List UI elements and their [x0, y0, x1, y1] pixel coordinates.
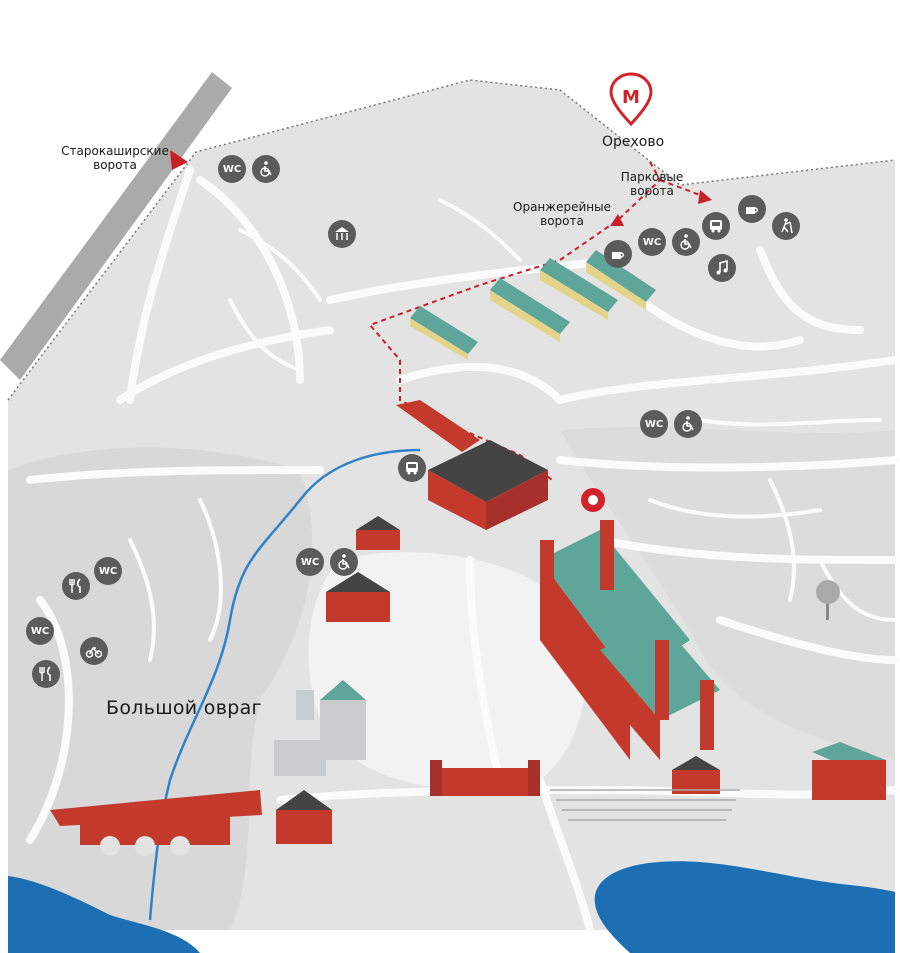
gate-label-parkovye: Парковые ворота — [620, 170, 684, 198]
ravine-label: Большой овраг — [106, 697, 262, 719]
coffee-icon[interactable] — [604, 240, 632, 268]
wc-icon[interactable]: WC — [640, 410, 668, 438]
coffee-icon[interactable] — [738, 195, 766, 223]
walking-route — [368, 161, 701, 481]
small-pavilions — [276, 516, 886, 844]
bus-icon[interactable] — [702, 212, 730, 240]
hiking-icon[interactable] — [772, 212, 800, 240]
amphitheatre — [550, 789, 740, 821]
gate-label-starokashirskie: Старокаширские ворота — [61, 144, 169, 172]
orangeries — [410, 250, 656, 360]
location-pin-icon[interactable] — [581, 488, 605, 512]
bus-icon[interactable] — [398, 454, 426, 482]
gate-arrow-starokashirskie — [170, 150, 188, 170]
wheelchair-icon[interactable] — [672, 228, 700, 256]
metro-station-marker[interactable]: М — [610, 80, 652, 126]
wc-icon[interactable]: WC — [296, 548, 324, 576]
figured-bridge — [430, 760, 540, 796]
carousel-icon[interactable] — [328, 220, 356, 248]
metro-marker-outline — [609, 72, 653, 127]
metro-letter: М — [622, 87, 640, 108]
tree-icon — [816, 580, 840, 620]
pond-west — [8, 876, 200, 953]
paths — [26, 166, 899, 934]
wheelchair-icon[interactable] — [674, 410, 702, 438]
gate-arrow-parkovye — [698, 190, 712, 204]
gate-label-oranzhereynye: Оранжерейные ворота — [513, 200, 611, 228]
grand-bridge — [50, 790, 262, 856]
wheelchair-icon[interactable] — [330, 548, 358, 576]
highway-road — [0, 72, 232, 380]
wc-icon[interactable]: WC — [638, 228, 666, 256]
food-icon[interactable] — [62, 572, 90, 600]
church-complex — [274, 680, 366, 776]
wheelchair-icon[interactable] — [252, 155, 280, 183]
music-note-icon[interactable] — [708, 254, 736, 282]
wc-icon[interactable]: WC — [26, 617, 54, 645]
main-pavilion — [428, 440, 548, 530]
bridge-north — [396, 400, 480, 452]
wc-icon[interactable]: WC — [218, 155, 246, 183]
gate-arrow-oranzhereynye — [610, 214, 624, 226]
grand-palace — [540, 520, 720, 760]
bicycle-rental-icon[interactable] — [80, 637, 108, 665]
wc-icon[interactable]: WC — [94, 557, 122, 585]
paths-thin — [128, 198, 897, 662]
pond-east — [594, 861, 895, 953]
metro-station-label: Орехово — [602, 134, 665, 150]
food-icon[interactable] — [32, 660, 60, 688]
